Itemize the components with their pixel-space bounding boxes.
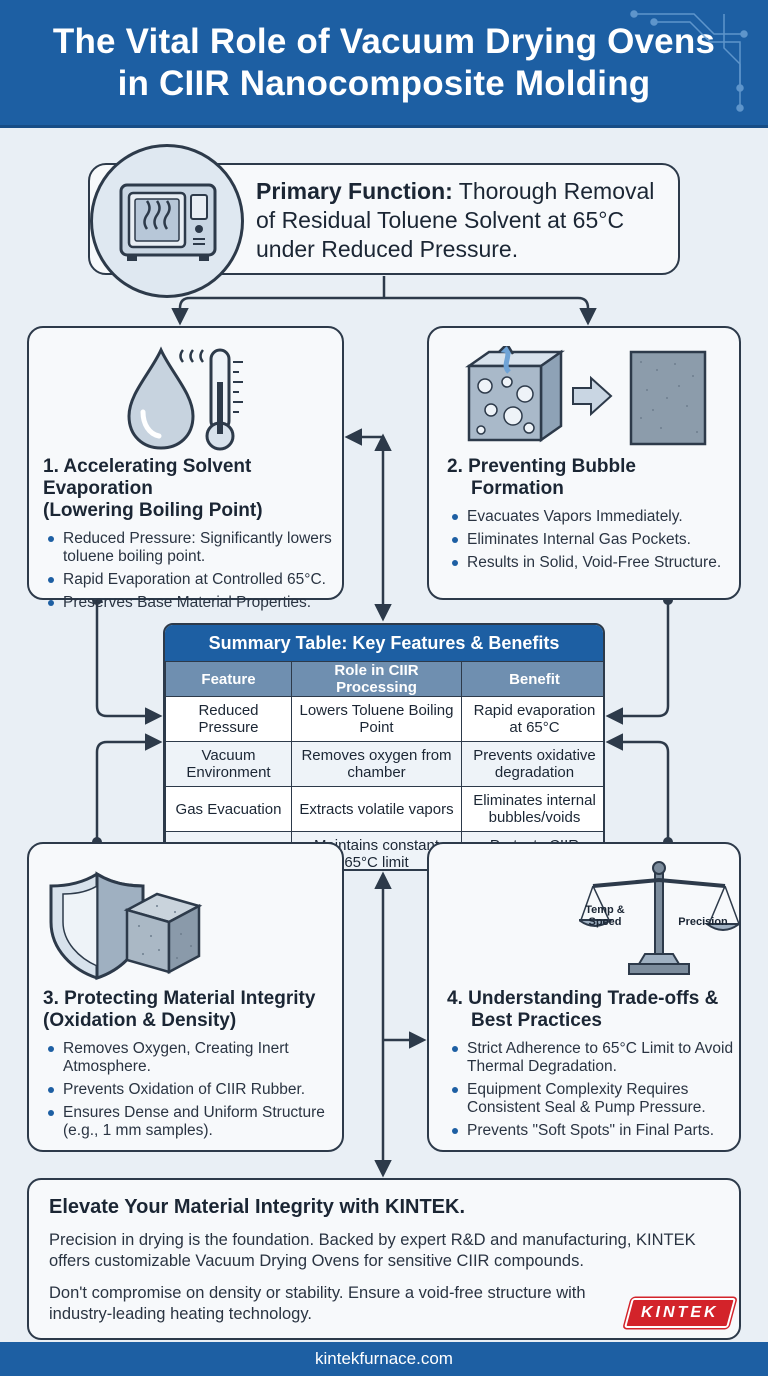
primary-function-label: Primary Function:	[256, 178, 453, 204]
bullet: Strict Adherence to 65°C Limit to Avoid …	[447, 1040, 737, 1076]
section-3-bullets: Removes Oxygen, Creating Inert Atmospher…	[43, 1040, 343, 1140]
section-solvent-evaporation: 1. Accelerating Solvent Evaporation (Low…	[27, 326, 344, 611]
table-row: Gas Evacuation Extracts volatile vapors …	[165, 786, 603, 832]
droplet-thermometer-icon	[127, 346, 243, 451]
shield-cube-icon	[49, 871, 203, 981]
section-2-title-line-2: Formation	[471, 478, 564, 499]
section-3-title: 3. Protecting Material Integrity (Oxidat…	[43, 988, 343, 1032]
section-1-bullets: Reduced Pressure: Significantly lowers t…	[43, 530, 338, 612]
kintek-logo: KINTEK	[623, 1298, 737, 1328]
cta-title: Elevate Your Material Integrity with KIN…	[49, 1196, 466, 1218]
section-4-title: 4. Understanding Trade-offs & Best Pract…	[447, 988, 737, 1032]
table-row: Vacuum Environment Removes oxygen from c…	[165, 741, 603, 787]
section-2-bullets: Evacuates Vapors Immediately. Eliminates…	[447, 508, 737, 572]
vacuum-oven-icon	[119, 183, 217, 261]
table-cell: Reduced Pressure	[165, 696, 292, 742]
section-trade-offs: Temp & Speed Precision 4. Understanding …	[427, 842, 741, 1152]
bullet: Prevents Oxidation of CIIR Rubber.	[43, 1081, 343, 1099]
section-4-title-line-2: Best Practices	[471, 1010, 602, 1031]
section-1-title: 1. Accelerating Solvent Evaporation (Low…	[43, 456, 338, 522]
balance-scale-icon	[579, 861, 739, 975]
bullet: Reduced Pressure: Significantly lowers t…	[43, 530, 338, 566]
page-title: The Vital Role of Vacuum Drying Ovens in…	[53, 21, 715, 105]
table-cell: Eliminates internal bubbles/voids	[461, 786, 603, 832]
scale-right-label: Precision	[678, 916, 728, 928]
table-cell: Removes oxygen from chamber	[291, 741, 462, 787]
primary-function-description: Thorough Removal of Residual Toluene Sol…	[256, 178, 655, 262]
summary-table: Summary Table: Key Features & Benefits F…	[163, 623, 605, 871]
bullet: Results in Solid, Void-Free Structure.	[447, 554, 737, 572]
features-table: Feature Role in CIIR Processing Benefit …	[165, 661, 603, 869]
section-4-bullets: Strict Adherence to 65°C Limit to Avoid …	[447, 1040, 737, 1140]
bullet: Ensures Dense and Uniform Structure (e.g…	[43, 1104, 343, 1140]
summary-table-title: Summary Table: Key Features & Benefits	[165, 625, 603, 661]
cta-paragraph-2: Don't compromise on density or stability…	[49, 1284, 586, 1323]
table-header-row: Feature Role in CIIR Processing Benefit	[165, 661, 603, 697]
section-2-title: 2. Preventing Bubble Formation	[447, 456, 737, 500]
oven-icon-circle	[90, 144, 244, 298]
bullet: Eliminates Internal Gas Pockets.	[447, 531, 737, 549]
bullet: Removes Oxygen, Creating Inert Atmospher…	[43, 1040, 343, 1076]
table-cell: Prevents oxidative degradation	[461, 741, 603, 787]
call-to-action-box: Elevate Your Material Integrity with KIN…	[27, 1178, 741, 1340]
table-cell: Lowers Toluene Boiling Point	[291, 696, 462, 742]
section-bubble-prevention: 2. Preventing Bubble Formation Evacuates…	[427, 326, 741, 600]
table-row: Reduced Pressure Lowers Toluene Boiling …	[165, 696, 603, 742]
table-cell: Vacuum Environment	[165, 741, 292, 787]
section-1-title-line-1: 1. Accelerating Solvent Evaporation	[43, 456, 252, 499]
bullet: Prevents "Soft Spots" in Final Parts.	[447, 1122, 737, 1140]
bullet: Rapid Evaporation at Controlled 65°C.	[43, 571, 338, 589]
table-cell: Rapid evaporation at 65°C	[461, 696, 603, 742]
column-header: Benefit	[461, 661, 603, 697]
column-header: Feature	[165, 661, 292, 697]
header-banner: The Vital Role of Vacuum Drying Ovens in…	[0, 0, 768, 128]
column-header: Role in CIIR Processing	[291, 661, 462, 697]
circuit-decoration-icon	[630, 10, 748, 112]
footer: kintekfurnace.com	[0, 1342, 768, 1376]
section-3-title-line-1: 3. Protecting Material Integrity	[43, 988, 316, 1009]
porous-to-solid-icon	[465, 346, 707, 446]
section-material-integrity: 3. Protecting Material Integrity (Oxidat…	[27, 842, 344, 1152]
section-3-title-line-2: (Oxidation & Density)	[43, 1010, 237, 1031]
section-4-title-line-1: 4. Understanding Trade-offs &	[447, 988, 719, 1009]
section-2-title-line-1: 2. Preventing Bubble	[447, 456, 636, 477]
footer-url[interactable]: kintekfurnace.com	[315, 1349, 453, 1368]
title-line-2: in CIIR Nanocomposite Molding	[117, 63, 651, 103]
table-cell: Extracts volatile vapors	[291, 786, 462, 832]
bullet: Equipment Complexity Requires Consistent…	[447, 1081, 737, 1117]
scale-left-label: Temp & Speed	[585, 904, 625, 928]
primary-function-text: Primary Function: Thorough Removal of Re…	[256, 177, 666, 264]
bullet: Preserves Base Material Properties.	[43, 594, 338, 612]
title-line-1: The Vital Role of Vacuum Drying Ovens	[52, 21, 716, 61]
kintek-logo-text: KINTEK	[641, 1304, 719, 1321]
cta-paragraph-1: Precision in drying is the foundation. B…	[49, 1231, 696, 1270]
section-1-title-line-2: (Lowering Boiling Point)	[43, 500, 263, 521]
bullet: Evacuates Vapors Immediately.	[447, 508, 737, 526]
table-cell: Gas Evacuation	[165, 786, 292, 832]
